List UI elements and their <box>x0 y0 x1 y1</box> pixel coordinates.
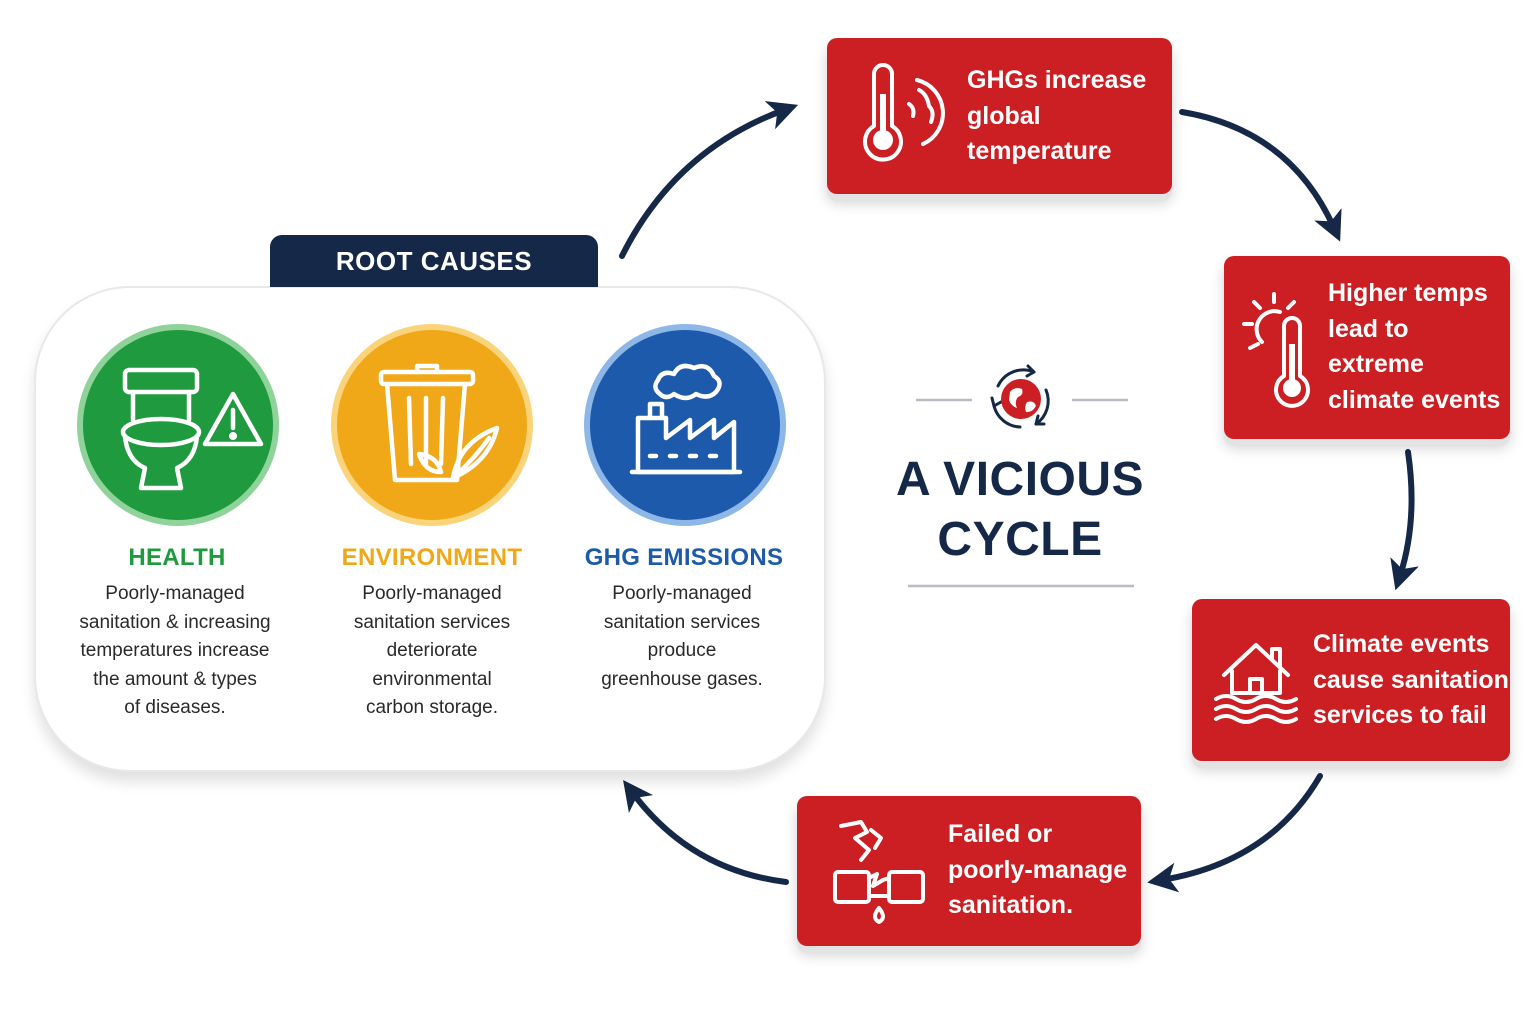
step-line: GHGs increase <box>967 66 1147 94</box>
root-causes-tab: ROOT CAUSES <box>270 235 598 287</box>
desc-line: greenhouse gases. <box>601 668 763 690</box>
step-line: extreme <box>1328 350 1424 378</box>
ghg-emissions-title: GHG EMISSIONS <box>584 544 784 571</box>
desc-line: sanitation services <box>353 611 511 633</box>
sun-thermometer-icon <box>1242 292 1310 408</box>
arrow-failed-to-root <box>623 779 789 885</box>
step-line: Failed or <box>948 820 1053 848</box>
step-line: climate events <box>1328 385 1501 414</box>
toilet-warning-icon <box>77 324 279 526</box>
step-text: Climate events cause sanitation services… <box>1313 627 1509 734</box>
desc-line: temperatures increase <box>80 640 270 661</box>
title-line: A VICIOUS <box>895 453 1145 506</box>
step-line: global <box>967 101 1041 130</box>
step-text: GHGs increase global temperature <box>967 63 1146 170</box>
step-line: lead to <box>1328 314 1409 343</box>
title-line: CYCLE <box>937 513 1103 566</box>
environment-description: Poorly-managed sanitation services deter… <box>302 580 562 723</box>
center-divider-bottom <box>908 584 1134 588</box>
step-text: Higher temps lead to extreme climate eve… <box>1328 276 1500 418</box>
step-line: poorly-manage <box>948 855 1128 884</box>
health-title: HEALTH <box>128 544 226 571</box>
arrow-ghg-to-temps <box>1179 109 1342 242</box>
center-divider-top <box>916 398 1128 402</box>
step-line: cause sanitation <box>1313 665 1509 694</box>
desc-line: sanitation & increasing <box>79 611 271 633</box>
desc-line: produce <box>647 640 717 661</box>
thermometer-globe-icon <box>863 63 945 162</box>
desc-line: carbon storage. <box>365 697 499 718</box>
desc-line: of diseases. <box>124 697 226 718</box>
desc-line: Poorly-managed <box>362 583 502 604</box>
step-line: services to fail <box>1313 701 1487 729</box>
step-line: Climate events <box>1313 630 1490 658</box>
vicious-cycle-title: A VICIOUS CYCLE <box>860 450 1180 570</box>
broken-pipe-icon <box>833 820 925 924</box>
environment-title: ENVIRONMENT <box>341 544 523 571</box>
desc-line: sanitation services <box>603 611 761 633</box>
desc-line: Poorly-managed <box>612 583 752 604</box>
desc-line: the amount & types <box>93 668 257 690</box>
arrow-events-to-failed <box>1147 773 1323 893</box>
step-line: sanitation. <box>948 891 1074 919</box>
globe-cycle-icon <box>990 364 1050 429</box>
step-line: Higher temps <box>1328 279 1488 307</box>
arrow-temps-to-events <box>1390 449 1419 591</box>
health-description: Poorly-managed sanitation & increasing t… <box>45 580 305 723</box>
ghg-emissions-description: Poorly-managed sanitation services produ… <box>552 580 812 694</box>
flooded-house-icon <box>1214 643 1298 724</box>
step-services-fail: Climate events cause sanitation services… <box>1192 599 1510 761</box>
step-line: temperature <box>967 137 1112 165</box>
trash-bin-leaf-icon <box>331 324 533 526</box>
step-extreme-events: Higher temps lead to extreme climate eve… <box>1224 256 1510 439</box>
desc-line: Poorly-managed <box>105 583 245 604</box>
arrow-root-to-ghg <box>619 101 799 259</box>
desc-line: deteriorate <box>386 640 478 661</box>
step-text: Failed or poorly-manage sanitation. <box>948 817 1127 924</box>
factory-smoke-icon <box>584 324 786 526</box>
step-ghg-temperature: GHGs increase global temperature <box>827 38 1172 194</box>
step-failed-sanitation: Failed or poorly-manage sanitation. <box>797 796 1141 946</box>
desc-line: environmental <box>372 668 492 690</box>
